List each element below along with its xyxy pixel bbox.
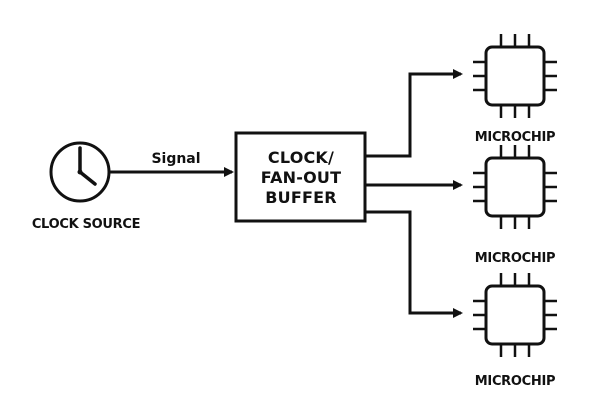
microchip-1: MICROCHIP (473, 34, 557, 145)
microchip-2-label: MICROCHIP (475, 251, 555, 266)
fan-out-buffer: CLOCK/ FAN-OUT BUFFER (234, 131, 367, 223)
microchip-1-label: MICROCHIP (475, 130, 555, 145)
clock-source-label: CLOCK SOURCE (32, 217, 140, 232)
microchip-2: MICROCHIP (473, 145, 557, 266)
microchip-icon (473, 145, 557, 229)
signal-connection: Signal (110, 151, 234, 177)
microchip-3: MICROCHIP (473, 273, 557, 389)
buffer-label-line-3: BUFFER (265, 188, 337, 207)
buffer-label-line-2: FAN-OUT (261, 168, 341, 187)
buffer-label-line-1: CLOCK/ (268, 148, 334, 167)
connector-to-chip-3 (365, 210, 463, 318)
microchip-icon (473, 273, 557, 357)
fan-out-connections (365, 69, 463, 318)
connector-to-chip-1 (365, 69, 463, 158)
clock-source: CLOCK SOURCE (32, 141, 140, 232)
microchip-3-label: MICROCHIP (475, 374, 555, 389)
microchip-icon (473, 34, 557, 118)
clock-icon (49, 141, 111, 203)
signal-label: Signal (151, 151, 200, 167)
